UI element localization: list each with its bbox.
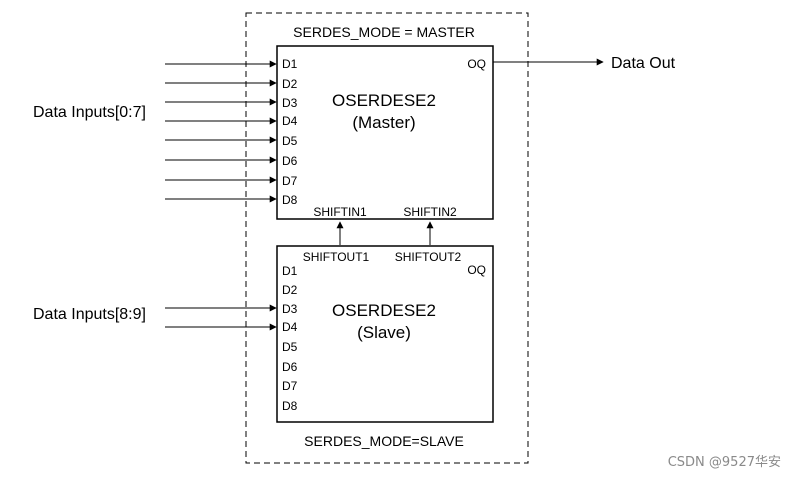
master-pin-d3: D3 <box>282 96 298 110</box>
master-pin-d5: D5 <box>282 134 298 148</box>
slave-pin-d1: D1 <box>282 264 298 278</box>
slave-input-arrows <box>165 304 277 331</box>
slave-title: OSERDESE2 <box>332 301 436 320</box>
master-pin-d4: D4 <box>282 114 298 128</box>
master-pin-d8: D8 <box>282 193 298 207</box>
slave-pin-d7: D7 <box>282 379 298 393</box>
shiftin1-label: SHIFTIN1 <box>313 205 367 219</box>
slave-pin-d5: D5 <box>282 340 298 354</box>
data-out-label: Data Out <box>611 55 676 72</box>
master-mode-label: SERDES_MODE = MASTER <box>293 24 475 40</box>
master-pin-d6: D6 <box>282 154 298 168</box>
master-role: (Master) <box>352 113 415 132</box>
master-block <box>276 45 494 220</box>
slave-block <box>276 245 494 423</box>
slave-mode-label: SERDES_MODE=SLAVE <box>304 433 464 449</box>
master-pin-d1: D1 <box>282 57 298 71</box>
dashed-enclosure <box>245 12 529 464</box>
data-inputs-master-label: Data Inputs[0:7] <box>33 104 146 121</box>
shiftin2-label: SHIFTIN2 <box>403 205 457 219</box>
slave-pin-oq: OQ <box>467 263 486 277</box>
master-pin-d7: D7 <box>282 174 298 188</box>
slave-input-pins: D1 D2 D3 D4 D5 D6 D7 D8 <box>282 264 298 413</box>
master-title: OSERDESE2 <box>332 91 436 110</box>
slave-pin-d2: D2 <box>282 283 298 297</box>
shiftout1-label: SHIFTOUT1 <box>303 250 370 264</box>
master-input-arrows <box>165 60 277 203</box>
slave-role: (Slave) <box>357 323 411 342</box>
slave-pin-d4: D4 <box>282 320 298 334</box>
master-input-pins: D1 D2 D3 D4 D5 D6 D7 D8 <box>282 57 298 207</box>
data-inputs-slave-label: Data Inputs[8:9] <box>33 306 146 323</box>
shiftout2-label: SHIFTOUT2 <box>395 250 462 264</box>
watermark: CSDN @9527华安 <box>668 455 781 470</box>
slave-pin-d8: D8 <box>282 399 298 413</box>
slave-pin-d6: D6 <box>282 360 298 374</box>
master-pin-d2: D2 <box>282 77 298 91</box>
master-pin-oq: OQ <box>467 57 486 71</box>
slave-pin-d3: D3 <box>282 302 298 316</box>
